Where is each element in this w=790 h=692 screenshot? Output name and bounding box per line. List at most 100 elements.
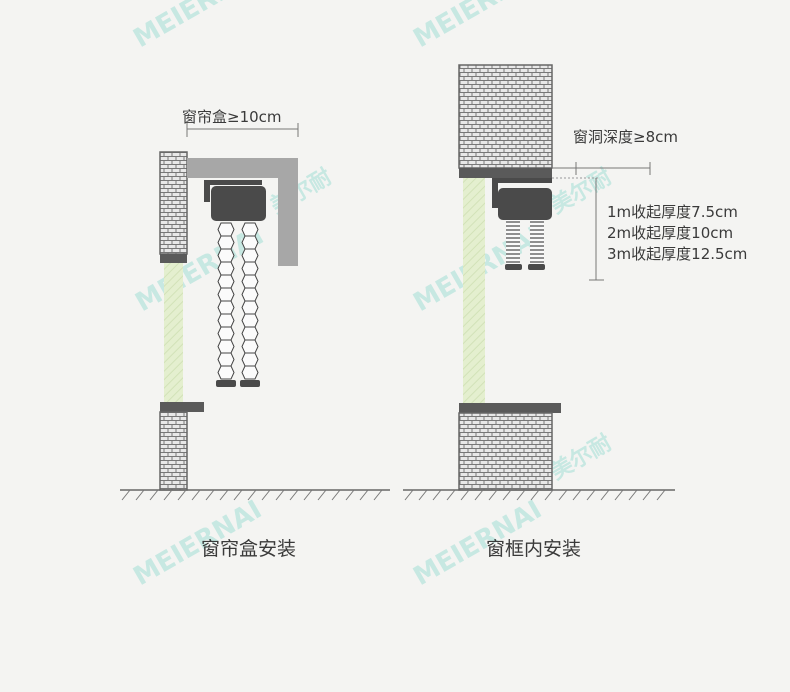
ground-hatch xyxy=(642,489,652,501)
ground-hatch xyxy=(586,489,596,501)
honeycomb-cell xyxy=(217,352,235,367)
ground-line xyxy=(403,489,675,501)
headrail xyxy=(211,186,266,221)
ground-hatch xyxy=(373,489,383,501)
ground-hatch xyxy=(163,489,173,501)
headrail xyxy=(498,188,552,220)
honeycomb-cell xyxy=(217,313,235,328)
right-caption: 窗框内安装 xyxy=(486,538,581,560)
window-depth-dimension: 窗洞深度≥8cm xyxy=(552,128,678,179)
ground-hatch xyxy=(432,489,442,501)
upper-wall xyxy=(159,151,188,255)
ground-hatch xyxy=(530,489,540,501)
ground-hatch xyxy=(460,489,470,501)
ground-line xyxy=(120,489,390,501)
curtain-box-dimension-label: 窗帘盒≥10cm xyxy=(182,108,282,126)
ground-hatch xyxy=(600,489,610,501)
ground-hatch xyxy=(359,489,369,501)
curtain-box-dimension: 窗帘盒≥10cm xyxy=(182,108,299,137)
stack-note-3m: 3m收起厚度12.5cm xyxy=(607,245,747,263)
honeycomb-cell xyxy=(217,248,235,263)
ground-hatch xyxy=(233,489,243,501)
stacked-shade xyxy=(530,220,544,264)
ground-hatch xyxy=(261,489,271,501)
lower-wall xyxy=(458,412,553,491)
honeycomb-cell xyxy=(241,235,259,250)
ground-hatch xyxy=(205,489,215,501)
ground-hatch xyxy=(275,489,285,501)
ground-hatch xyxy=(628,489,638,501)
honeycomb-cell xyxy=(241,339,259,354)
ground-hatch xyxy=(474,489,484,501)
honeycomb-cell xyxy=(217,222,235,237)
honeycomb-cell xyxy=(241,326,259,341)
left-caption: 窗帘盒安装 xyxy=(201,538,296,560)
watermark-latin: MEIERNAI xyxy=(129,0,268,54)
ground-hatch xyxy=(191,489,201,501)
honeycomb-cell xyxy=(217,287,235,302)
upper-sill xyxy=(459,168,552,178)
honeycomb-cell xyxy=(241,248,259,263)
mounting-bracket-clip xyxy=(492,178,498,208)
upper-wall xyxy=(458,64,553,169)
lower-sill xyxy=(459,403,561,413)
honeycomb-cell xyxy=(217,339,235,354)
honeycomb-cell xyxy=(241,261,259,276)
honeycomb-cell xyxy=(241,365,259,380)
stack-note-1m: 1m收起厚度7.5cm xyxy=(607,203,738,221)
ground-hatch xyxy=(502,489,512,501)
ground-hatch xyxy=(317,489,327,501)
lower-wall xyxy=(159,411,188,491)
watermark-chinese: 美尔耐 xyxy=(546,164,616,220)
bottom-rail xyxy=(505,264,522,270)
ground-hatch xyxy=(247,489,257,501)
right-diagram: 窗洞深度≥8cm 1m收起厚度7.5cm 2m收起厚度10cm 3m收起厚度12… xyxy=(403,64,747,501)
ground-hatch xyxy=(516,489,526,501)
ground-hatch xyxy=(345,489,355,501)
ground-hatch xyxy=(558,489,568,501)
ground-hatch xyxy=(177,489,187,501)
window-depth-dimension-label: 窗洞深度≥8cm xyxy=(573,128,678,146)
window-glass xyxy=(164,263,183,403)
mounting-bracket-clip xyxy=(204,180,210,202)
mounting-bracket xyxy=(204,180,262,185)
ground-hatch xyxy=(418,489,428,501)
bottom-rail xyxy=(216,380,236,387)
ground-hatch xyxy=(572,489,582,501)
ground-hatch xyxy=(404,489,414,501)
ground-hatch xyxy=(331,489,341,501)
upper-sill xyxy=(160,254,187,263)
honeycomb-cell xyxy=(217,261,235,276)
honeycomb-cell xyxy=(217,235,235,250)
mounting-bracket xyxy=(492,178,552,183)
ground-hatch xyxy=(656,489,666,501)
ground-hatch xyxy=(544,489,554,501)
ground-hatch xyxy=(488,489,498,501)
watermark-chinese: 美尔耐 xyxy=(546,430,616,486)
honeycomb-cell xyxy=(241,300,259,315)
honeycomb-cell xyxy=(217,274,235,289)
stack-note-2m: 2m收起厚度10cm xyxy=(607,224,733,242)
bottom-rail xyxy=(240,380,260,387)
watermark-latin: MEIERNAI xyxy=(409,0,548,54)
honeycomb-cell xyxy=(241,274,259,289)
honeycomb-cell xyxy=(217,300,235,315)
honeycomb-cell xyxy=(241,313,259,328)
ground-hatch xyxy=(149,489,159,501)
honeycomb-cell xyxy=(241,222,259,237)
honeycomb-cell xyxy=(241,287,259,302)
ground-hatch xyxy=(121,489,131,501)
honeycomb-shade xyxy=(217,222,259,380)
ground-hatch xyxy=(289,489,299,501)
curtain-box xyxy=(187,158,298,266)
honeycomb-cell xyxy=(217,365,235,380)
lower-sill xyxy=(160,402,204,412)
stacked-shade xyxy=(506,220,520,264)
ground-hatch xyxy=(614,489,624,501)
left-diagram: 窗帘盒≥10cm xyxy=(120,108,390,501)
honeycomb-cell xyxy=(217,326,235,341)
ground-hatch xyxy=(446,489,456,501)
ground-hatch xyxy=(219,489,229,501)
